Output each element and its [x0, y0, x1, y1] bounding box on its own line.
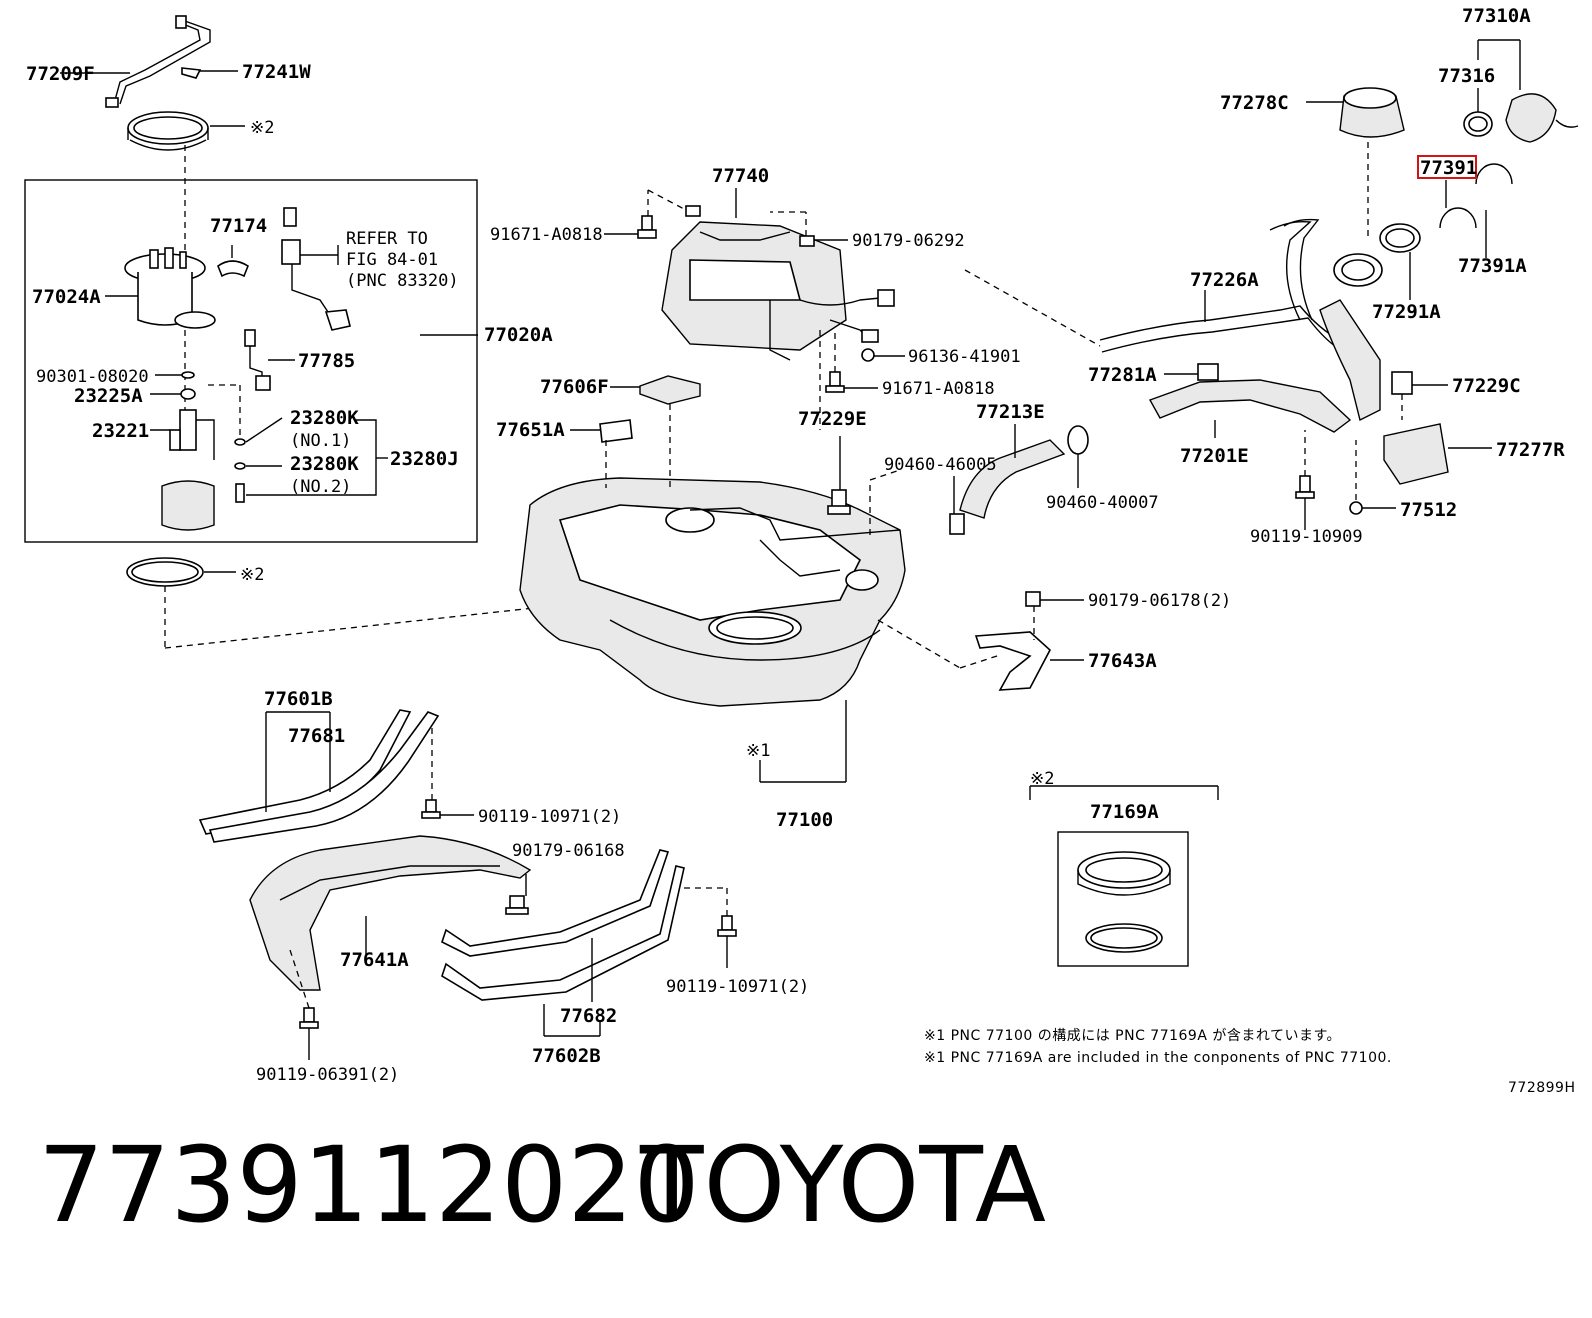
note-japanese: ※1 PNC 77100 の構成には PNC 77169A が含まれています。	[924, 1028, 1341, 1044]
label-90460-40007: 90460-40007	[1046, 493, 1159, 513]
label-90179-06292: 90179-06292	[852, 231, 965, 251]
label-77209F: 77209F	[26, 63, 95, 85]
reference-code: 772899H	[1508, 1080, 1575, 1096]
label-90301: 90301-08020	[36, 367, 149, 387]
label-77785: 77785	[298, 350, 355, 372]
label-90119-06391: 90119-06391(2)	[256, 1065, 399, 1085]
brand-title: TOYOTA	[640, 1124, 1046, 1246]
label-90179-06168: 90179-06168	[512, 841, 625, 861]
part-labels: 77209F 77241W ※2 77174 REFER TO FIG 84-0…	[26, 5, 1575, 1096]
label-23280J: 23280J	[390, 448, 459, 470]
part-number-title: 7739112020	[38, 1124, 700, 1246]
label-77201E: 77201E	[1180, 445, 1249, 467]
label-77226A: 77226A	[1190, 269, 1259, 291]
straps-group	[198, 709, 737, 1060]
label-23280K-2: 23280K	[290, 453, 359, 475]
label-note2-a: ※2	[250, 118, 274, 138]
label-refer-3: (PNC 83320)	[346, 271, 459, 291]
label-91671-a: 91671-A0818	[490, 225, 603, 245]
label-note2-c: ※2	[1030, 769, 1054, 789]
label-77681: 77681	[288, 725, 345, 747]
note-english: ※1 PNC 77169A are included in the conpon…	[924, 1050, 1392, 1066]
label-no2: (NO.2)	[290, 477, 351, 497]
bracket-77643A	[974, 591, 1084, 691]
label-77277R: 77277R	[1496, 439, 1565, 461]
label-77229E: 77229E	[798, 408, 867, 430]
label-77651A: 77651A	[496, 419, 565, 441]
label-77641A: 77641A	[340, 949, 409, 971]
pads-group	[570, 375, 701, 490]
label-77213E: 77213E	[976, 401, 1045, 423]
clip-77229E	[827, 436, 851, 515]
label-77174: 77174	[210, 215, 267, 237]
label-77229C: 77229C	[1452, 375, 1521, 397]
label-77643A: 77643A	[1088, 650, 1157, 672]
filler-group	[949, 39, 1579, 535]
label-77310A: 77310A	[1462, 5, 1531, 27]
label-77020A: 77020A	[484, 324, 553, 346]
box-77169A	[1029, 785, 1219, 967]
label-77316: 77316	[1438, 65, 1495, 87]
label-23221: 23221	[92, 420, 149, 442]
label-77602B: 77602B	[532, 1045, 601, 1067]
label-77682: 77682	[560, 1005, 617, 1027]
label-23225A: 23225A	[74, 385, 143, 407]
label-91671-b: 91671-A0818	[882, 379, 995, 399]
fuel-tank	[519, 469, 1001, 783]
label-77241W: 77241W	[242, 61, 311, 83]
highlight-77391	[1417, 155, 1477, 179]
label-90119-10971-b: 90119-10971(2)	[666, 977, 809, 997]
label-77291A: 77291A	[1372, 301, 1441, 323]
label-refer-1: REFER TO	[346, 229, 428, 249]
label-77281A: 77281A	[1088, 364, 1157, 386]
label-77391A: 77391A	[1458, 255, 1527, 277]
label-77391: 77391	[1420, 157, 1477, 179]
label-77278C: 77278C	[1220, 92, 1289, 114]
label-no1: (NO.1)	[290, 431, 351, 451]
label-77601B: 77601B	[264, 688, 333, 710]
label-77169A: 77169A	[1090, 801, 1159, 823]
label-90460-46005: 90460-46005	[884, 455, 997, 475]
canister-group	[604, 188, 905, 430]
wire-77209F	[107, 21, 201, 105]
label-note1: ※1	[746, 741, 770, 761]
label-77606F: 77606F	[540, 376, 609, 398]
label-90119-10971-a: 90119-10971(2)	[478, 807, 621, 827]
fuel-pump-group	[24, 15, 701, 649]
label-23280K-1: 23280K	[290, 407, 359, 429]
label-90119-10909: 90119-10909	[1250, 527, 1363, 547]
label-77740: 77740	[712, 165, 769, 187]
label-77100: 77100	[776, 809, 833, 831]
clip-77241W	[181, 67, 202, 79]
label-refer-2: FIG 84-01	[346, 250, 438, 270]
label-90179-06178: 90179-06178(2)	[1088, 591, 1231, 611]
label-note2-b: ※2	[240, 565, 264, 585]
label-96136: 96136-41901	[908, 347, 1021, 367]
module-box	[24, 179, 478, 543]
label-77024A: 77024A	[32, 286, 101, 308]
label-77512: 77512	[1400, 499, 1457, 521]
